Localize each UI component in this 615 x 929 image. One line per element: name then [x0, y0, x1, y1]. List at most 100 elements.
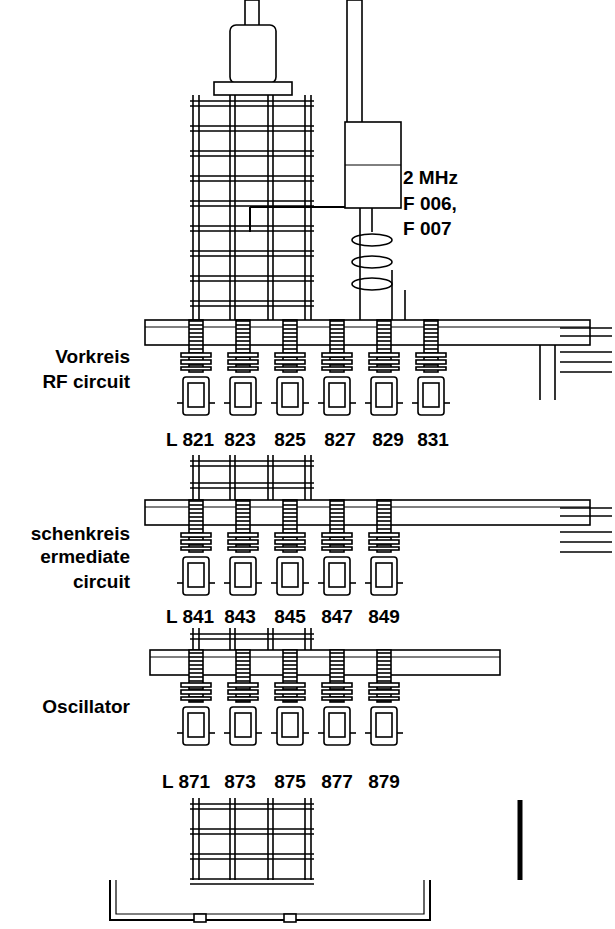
coil-pin	[177, 402, 183, 404]
terminal-wire	[560, 551, 612, 552]
frame-rung	[190, 858, 314, 860]
coil-winding	[322, 353, 352, 357]
coil-housing-inner	[376, 713, 392, 737]
cylinder-base	[214, 82, 292, 95]
terminal-post	[539, 345, 541, 400]
coil-pin	[365, 402, 371, 404]
coil-winding	[416, 353, 446, 357]
coil-number: 829	[372, 429, 404, 451]
frame-post	[234, 798, 236, 880]
coil-pin	[256, 732, 262, 734]
filter-coil-turn	[352, 256, 392, 268]
coil-housing-inner	[188, 563, 204, 587]
coil-winding	[322, 690, 352, 694]
coil-pin	[397, 402, 403, 404]
coil-pin	[209, 732, 215, 734]
frame-post	[229, 95, 231, 320]
coil-pin	[224, 402, 230, 404]
coil-housing-inner	[329, 383, 345, 407]
coil-winding	[322, 547, 352, 550]
filter-wire	[371, 208, 373, 232]
deck-plate	[145, 320, 590, 345]
frame-rung	[190, 155, 314, 157]
coil-pin	[350, 402, 356, 404]
coil-pin	[318, 582, 324, 584]
coil-housing	[183, 707, 209, 745]
coil-pin	[271, 582, 277, 584]
coil-housing	[277, 557, 303, 595]
coil-winding	[275, 367, 305, 370]
coil-housing-inner	[188, 713, 204, 737]
coil-housing	[183, 557, 209, 595]
coil-housing-inner	[376, 383, 392, 407]
frame-rung	[190, 828, 314, 830]
terminal-wire	[560, 361, 612, 362]
coil-pin	[365, 582, 371, 584]
frame-post	[234, 95, 236, 320]
coil-number: L 821	[166, 429, 214, 451]
deck-plate-edge	[145, 327, 590, 328]
coil-winding	[228, 690, 258, 694]
coil-pin	[209, 402, 215, 404]
filter-cable	[347, 0, 362, 125]
coil-pin	[177, 732, 183, 734]
frame-rung	[190, 175, 314, 177]
coil-housing	[230, 557, 256, 595]
frame-rung	[190, 200, 314, 202]
coil-pin	[303, 402, 309, 404]
frame-rung	[190, 255, 314, 257]
terminal-wire	[560, 335, 612, 336]
coil-pin	[318, 732, 324, 734]
coil-winding	[181, 547, 211, 550]
coil-number: 847	[321, 606, 353, 628]
coil-pin	[444, 402, 450, 404]
coil-winding	[228, 533, 258, 537]
coil-winding	[228, 547, 258, 550]
frame-post	[267, 798, 269, 880]
terminal-wire	[560, 327, 612, 328]
deck-plate-edge	[145, 507, 590, 508]
filter-bracket	[249, 207, 251, 232]
coil-housing-inner	[235, 383, 251, 407]
filter-wire	[391, 270, 393, 320]
frame-rung	[190, 250, 314, 252]
coil-winding	[181, 367, 211, 370]
frame-rung	[190, 465, 314, 467]
frame-post	[304, 798, 306, 880]
coil-pin	[318, 402, 324, 404]
terminal-wire	[560, 541, 612, 542]
coil-number: 873	[224, 771, 256, 793]
frame-rung	[190, 833, 314, 835]
coil-housing	[230, 707, 256, 745]
coil-number: 827	[324, 429, 356, 451]
coil-housing	[418, 377, 444, 415]
coil-housing-inner	[235, 563, 251, 587]
frame-rung	[190, 100, 314, 102]
coil-pin	[224, 582, 230, 584]
coil-pin	[303, 582, 309, 584]
frame-post	[229, 798, 231, 880]
circuit-name: ermediate	[40, 546, 130, 568]
coil-winding	[181, 697, 211, 700]
coil-winding	[275, 360, 305, 364]
frame-post	[192, 95, 194, 320]
coil-winding	[322, 533, 352, 537]
base-bracket	[110, 880, 430, 920]
coil-winding	[181, 360, 211, 364]
coil-winding	[181, 533, 211, 537]
coil-winding	[369, 540, 399, 544]
part-number: F 007	[403, 218, 452, 240]
coil-winding	[369, 683, 399, 687]
coil-housing-inner	[329, 563, 345, 587]
coil-housing	[183, 377, 209, 415]
trimmer-cap	[230, 25, 276, 83]
terminal-wire	[560, 371, 612, 372]
circuit-name: Vorkreis	[55, 346, 130, 368]
filter-coil-turn	[352, 234, 392, 246]
coil-pin	[350, 582, 356, 584]
coil-winding	[369, 360, 399, 364]
frame-rung	[190, 808, 314, 810]
coil-pin	[365, 732, 371, 734]
